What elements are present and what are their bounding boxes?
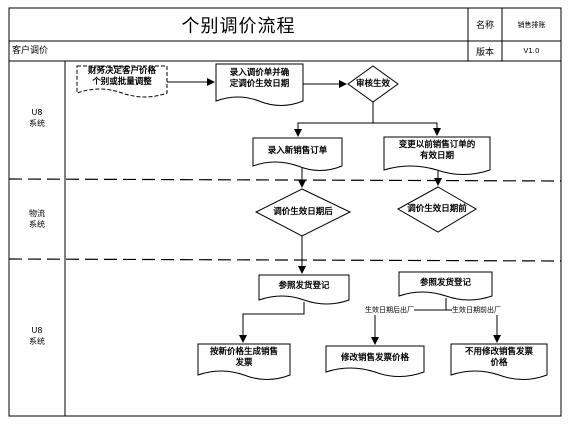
modify-invoice-shape [325,345,425,377]
no-modify-invoice-shape [450,343,548,380]
lane-separator-1 [8,178,562,182]
lane-label-u8-bottom: U8 系统 [29,326,45,346]
node-ref-ship-2: 参照发货登记 [419,277,471,288]
version-label: 版本 [475,47,494,58]
node-no-modify-invoice: 不用修改销售发票 价格 [464,347,533,368]
edge-label-before-ship: 生效日期前出厂 [452,306,501,315]
finance-decide-shape [76,65,168,98]
edge-review-to-change [373,122,441,136]
node-ref-ship-1: 参照发货登记 [278,280,330,291]
node-change-prev-order: 变更以前销售订单的 有效日期 [398,140,476,161]
version-value: V1.0 [523,47,540,55]
enter-order-shape [252,137,343,171]
node-finance-decide: 财务决定客户价格 个别或批量调整 [87,66,156,87]
edge-review-to-order [294,102,374,137]
node-before-effect-date: 调价生效日期前 [407,203,467,214]
name-value: 销售排账 [517,20,546,29]
page-title: 个别调价流程 [181,15,296,37]
node-enter-adjust: 录入调价单并确 定调价生效日期 [229,68,290,89]
outer-frame [8,7,562,417]
lane-label-logistics: 物流 系统 [29,209,45,229]
edge-ref2-to-modify [371,309,446,345]
lane-separator-2 [8,258,562,262]
node-enter-order: 录入新销售订单 [267,145,328,156]
edge-label-after-ship: 生效日期后出厂 [365,306,414,315]
lane-label-u8-top: U8 系统 [29,108,45,128]
node-after-effect-date: 调价生效日期后 [273,206,333,217]
edge-ref1-to-new-invoice [239,302,305,343]
node-review-effect: 审核生效 [355,78,390,89]
subtitle: 客户调价 [12,46,49,56]
node-new-price-invoice: 按新价格生成销售 发票 [209,347,278,368]
name-label: 名称 [475,21,494,31]
ref-ship-2-shape [398,271,493,301]
node-modify-invoice-price: 修改销售发票价格 [340,352,409,363]
before-date-diamond [396,186,477,233]
new-price-invoice-shape [197,343,291,380]
ref-ship-1-shape [258,274,350,305]
enter-adjust-shape [215,63,304,106]
change-prev-order-shape [383,136,491,175]
